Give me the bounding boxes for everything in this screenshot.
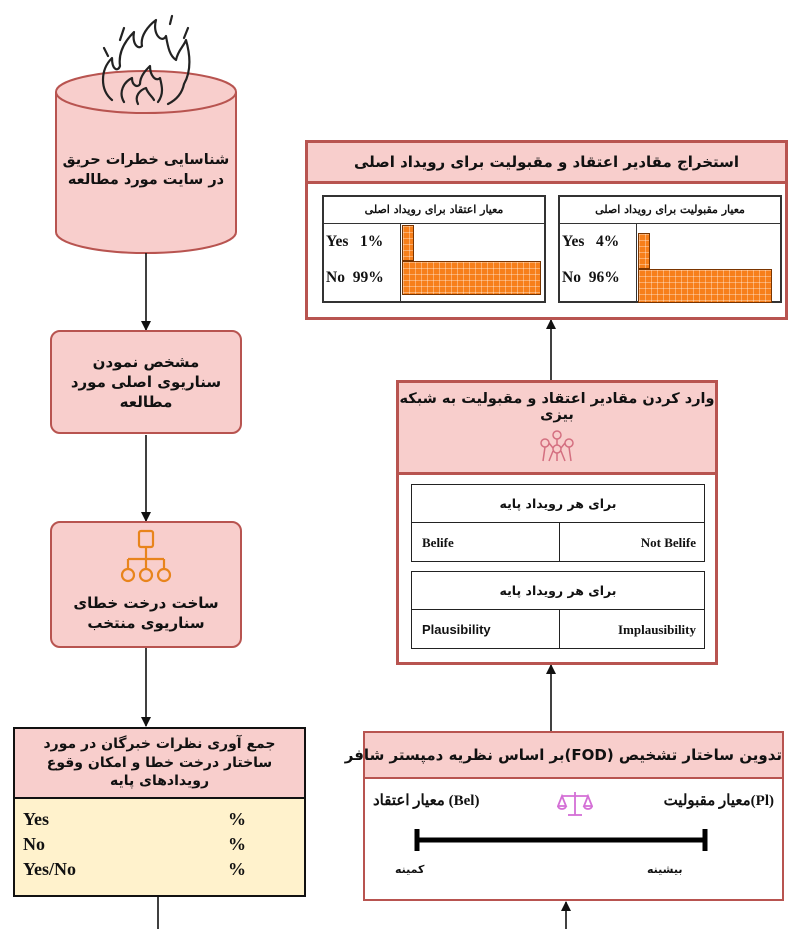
- expert-opinions-title: جمع آوری نظرات خبرگان در مورد ساختار درخ…: [15, 729, 304, 799]
- identify-hazards-label: شناسایی خطرات حریق در سایت مورد مطالعه: [62, 152, 230, 189]
- main-scenario-box[interactable]: مشخص نمودن سناریوی اصلی مورد مطالعه: [50, 330, 242, 434]
- belief-chart: معیار اعتقاد برای رویداد اصلی Yes 1% No …: [322, 195, 546, 303]
- bayesian-network-title: وارد کردن مقادیر اعتقاد و مقبولیت به شبک…: [399, 390, 715, 423]
- expert-row-label: No: [23, 834, 45, 854]
- plausibility-measure-label: (Pl)معیار مقبولیت: [663, 793, 774, 809]
- plausibility-table-title: برای هر رویداد پایه: [412, 572, 704, 610]
- belief-plausibility-range-bar: [414, 829, 708, 851]
- expert-row-yes: Yes %: [23, 809, 253, 830]
- belief-yes-label: Yes 1%: [326, 233, 384, 250]
- plausibility-no-label: No 96%: [562, 269, 620, 286]
- fault-tree-label: ساخت درخت خطای سناریوی منتخب: [73, 594, 219, 633]
- belief-table: برای هر رویداد پایه Belife Not Belife: [411, 484, 705, 562]
- maximum-label: بیشینه: [647, 863, 683, 876]
- network-icon: [540, 429, 574, 461]
- belief-yes-bar: [402, 225, 414, 261]
- balance-scale-icon: [557, 792, 593, 816]
- expert-row-label: Yes: [23, 809, 49, 829]
- belief-chart-title: معیار اعتقاد برای رویداد اصلی: [324, 197, 544, 224]
- plausibility-yes-bar: [638, 233, 650, 269]
- fod-panel: تدوین ساختار تشخیص (FOD)بر اساس نظریه دم…: [345, 731, 784, 901]
- not-belief-cell: Not Belife: [640, 534, 696, 550]
- belief-table-title: برای هر رویداد پایه: [412, 485, 704, 523]
- extract-results-title: استخراج مقادیر اعتقاد و مقبولیت برای روی…: [353, 153, 740, 171]
- fire-icon: [101, 14, 191, 106]
- hierarchy-icon: [120, 529, 172, 583]
- expert-row-percent: %: [228, 859, 246, 879]
- plausibility-chart-title: معیار مقبولیت برای رویداد اصلی: [560, 197, 780, 224]
- fod-title: تدوین ساختار تشخیص (FOD)بر اساس نظریه دم…: [345, 733, 782, 779]
- implausibility-cell: Implausibility: [617, 621, 696, 637]
- plausibility-yes-label: Yes 4%: [562, 233, 620, 250]
- fault-tree-box[interactable]: ساخت درخت خطای سناریوی منتخب: [50, 521, 242, 648]
- plausibility-cell: Plausibility: [412, 610, 560, 649]
- extract-results-header: استخراج مقادیر اعتقاد و مقبولیت برای روی…: [308, 143, 785, 184]
- expert-row-percent: %: [228, 834, 246, 854]
- expert-opinions-panel: جمع آوری نظرات خبرگان در مورد ساختار درخ…: [13, 727, 306, 897]
- belief-no-bar: [402, 261, 541, 295]
- belief-no-label: No 99%: [326, 269, 384, 286]
- extract-results-panel: استخراج مقادیر اعتقاد و مقبولیت برای روی…: [305, 140, 788, 320]
- bayesian-network-panel: وارد کردن مقادیر اعتقاد و مقبولیت به شبک…: [396, 380, 718, 665]
- plausibility-no-bar: [638, 269, 772, 303]
- expert-row-yes-no: Yes/No %: [23, 859, 253, 880]
- expert-row-label: Yes/No: [23, 859, 76, 879]
- belief-cell: Belife: [412, 523, 560, 562]
- bayesian-network-header: وارد کردن مقادیر اعتقاد و مقبولیت به شبک…: [399, 383, 715, 475]
- main-scenario-label: مشخص نمودن سناریوی اصلی مورد مطالعه: [70, 352, 222, 412]
- minimum-label: کمینه: [395, 863, 425, 876]
- expert-row-percent: %: [228, 809, 246, 829]
- belief-measure-label: (Bel) معیار اعتقاد: [373, 793, 480, 809]
- plausibility-chart: معیار مقبولیت برای رویداد اصلی Yes 4% No…: [558, 195, 782, 303]
- expert-row-no: No %: [23, 834, 253, 855]
- plausibility-table: برای هر رویداد پایه Plausibility Implaus…: [411, 571, 705, 649]
